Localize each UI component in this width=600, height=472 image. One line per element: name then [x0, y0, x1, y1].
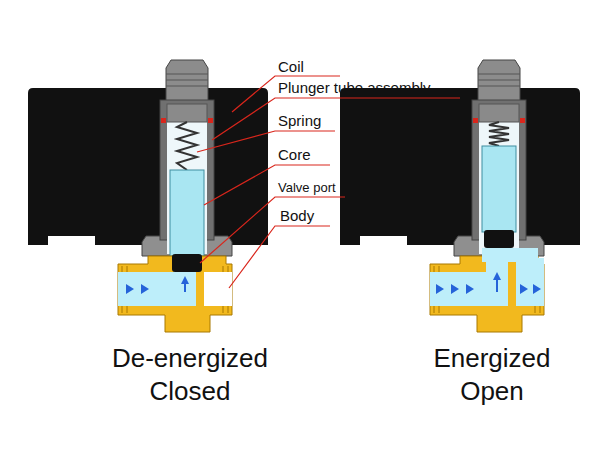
cap-thread	[478, 74, 520, 86]
spring	[177, 122, 197, 170]
seal-ring	[161, 118, 166, 123]
inlet-channel	[430, 272, 508, 306]
outlet-channel	[204, 272, 232, 306]
flow-arrow	[126, 284, 149, 294]
outlet-channel	[516, 258, 544, 306]
flow-arrow	[493, 272, 501, 280]
leader-line	[212, 98, 460, 140]
core	[482, 146, 516, 232]
flow-arrow	[181, 276, 189, 284]
cap-thread	[166, 74, 208, 86]
tube-bore	[479, 104, 519, 254]
seal-ring	[473, 118, 478, 123]
inlet-channel	[118, 272, 196, 306]
tube-cap	[166, 60, 208, 102]
core	[170, 170, 204, 256]
part-label: Plunger tube assembly	[278, 79, 468, 96]
flow-arrow-stem	[184, 284, 186, 292]
plug-seal	[484, 230, 514, 248]
plug-seal	[172, 254, 202, 272]
part-label: Valve port	[278, 181, 398, 196]
part-label: Body	[280, 207, 400, 224]
seal-ring	[520, 118, 525, 123]
leader-lines	[197, 76, 460, 288]
flow-arrow	[436, 284, 474, 294]
flow-arrow-stem	[496, 280, 498, 292]
seal-ring	[208, 118, 213, 123]
state-caption: Energized Open	[407, 342, 577, 407]
valve-body	[430, 256, 544, 332]
part-label: Coil	[278, 58, 398, 75]
leader-line	[197, 131, 335, 152]
closed-valve	[28, 60, 268, 332]
open-valve	[340, 60, 580, 332]
pipe-thread	[434, 266, 540, 313]
tube-cap	[478, 60, 520, 102]
leader-line	[229, 226, 330, 288]
pipe-thread	[122, 266, 228, 313]
flow-arrow	[520, 284, 541, 294]
fixed-stop	[479, 104, 519, 122]
fixed-stop	[167, 104, 207, 122]
state-caption: De-energized Closed	[105, 342, 275, 407]
spring	[489, 122, 509, 146]
coil	[340, 88, 580, 245]
part-label: Spring	[278, 112, 398, 129]
part-label: Core	[278, 146, 398, 163]
